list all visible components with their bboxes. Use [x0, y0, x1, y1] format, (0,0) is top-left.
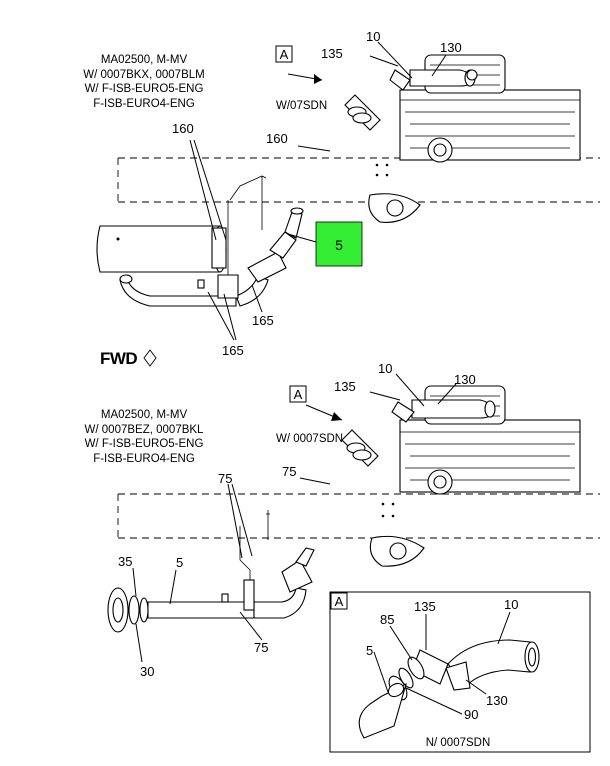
bottom-variant-label: W/ 0007SDN: [276, 433, 343, 445]
bottom-note-line-4: F-ISB-EURO4-ENG: [93, 453, 195, 465]
top-view-tag: A: [280, 47, 289, 62]
top-callout-10: 10: [366, 29, 380, 44]
bottom-view-tag-box: [289, 385, 307, 403]
top-leader-lines: [189, 41, 447, 341]
detail-callout-85: 85: [380, 612, 394, 627]
highlighted-part-5-label[interactable]: 5: [335, 237, 343, 253]
top-note-line-2: W/ 0007BKX, 0007BLM: [83, 69, 204, 81]
top-callout-160-right: 160: [266, 131, 288, 146]
detail-tag-box: [330, 592, 348, 610]
bottom-frame-rail: [117, 493, 600, 539]
top-callout-165-lower: 165: [252, 313, 274, 328]
highlighted-part-5-box[interactable]: [315, 221, 363, 267]
bottom-engine: [369, 385, 581, 567]
top-assembly: MA02500, M-MV W/ 0007BKX, 0007BLM W/ F-I…: [83, 29, 600, 358]
bottom-callout-5: 5: [176, 555, 183, 570]
bottom-turbo-pipes: [341, 399, 496, 467]
bottom-callout-75-lower: 75: [254, 640, 268, 655]
top-view-tag-box: [275, 45, 293, 63]
bottom-pipe-assembly: [107, 510, 315, 633]
top-variant-label: W/07SDN: [276, 100, 327, 112]
bottom-callout-10: 10: [378, 361, 392, 376]
detail-callout-90: 90: [464, 707, 478, 722]
detail-callout-130: 130: [486, 693, 508, 708]
detail-parts: [358, 639, 540, 739]
top-note-line-3: W/ F-ISB-EURO5-ENG: [85, 83, 204, 95]
top-callout-165-bottom: 165: [222, 343, 244, 358]
top-note-line-1: MA02500, M-MV: [101, 54, 188, 66]
bottom-callout-75-upper: 75: [218, 471, 232, 486]
top-frame-rail: [117, 157, 600, 203]
bottom-note-line-1: MA02500, M-MV: [101, 409, 188, 421]
detail-leader-lines: [373, 611, 511, 715]
top-turbo-pipes: [344, 69, 478, 131]
bottom-callout-30: 30: [140, 664, 154, 679]
detail-view-a: A 85 135 10 5 130 90 N/ 0007SDN: [329, 591, 591, 753]
top-pipe-assembly: [119, 175, 304, 307]
bottom-callout-35: 35: [118, 554, 132, 569]
bottom-note-line-3: W/ F-ISB-EURO5-ENG: [85, 438, 204, 450]
detail-caption: N/ 0007SDN: [426, 737, 491, 749]
bottom-callout-135: 135: [334, 379, 356, 394]
top-muffler: [96, 225, 227, 273]
bottom-leader-lines: [132, 373, 457, 663]
top-callout-160-left: 160: [172, 121, 194, 136]
bottom-callout-130: 130: [454, 372, 476, 387]
bottom-assembly: MA02500, M-MV W/ 0007BEZ, 0007BKL W/ F-I…: [85, 361, 600, 679]
detail-callout-135: 135: [414, 599, 436, 614]
top-callout-135: 135: [321, 46, 343, 61]
bottom-callout-75-right: 75: [282, 464, 296, 479]
detail-callout-10: 10: [504, 597, 518, 612]
fwd-label: FWD: [100, 349, 137, 368]
top-note-line-4: F-ISB-EURO4-ENG: [93, 98, 195, 110]
bottom-note-line-2: W/ 0007BEZ, 0007BKL: [85, 424, 205, 436]
detail-callout-5: 5: [366, 643, 373, 658]
fwd-arrow-icon: [143, 349, 157, 367]
top-callout-130: 130: [440, 40, 462, 55]
bottom-view-tag: A: [294, 387, 303, 402]
detail-tag: A: [335, 594, 344, 609]
